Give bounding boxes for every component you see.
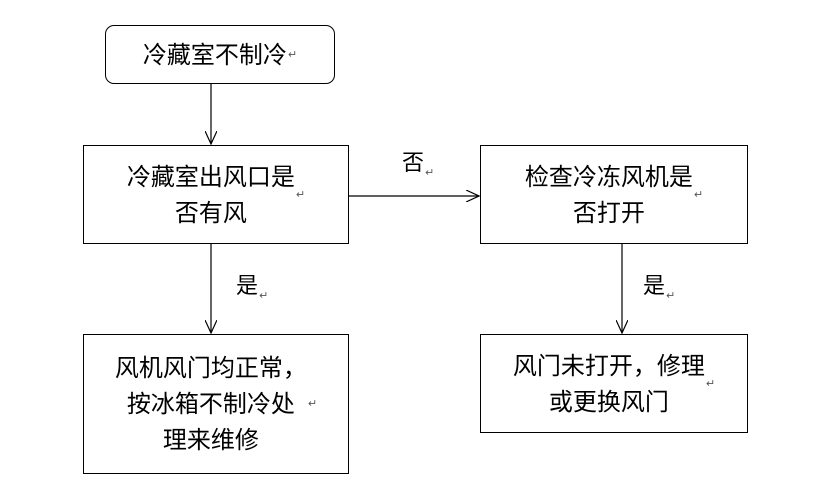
node-question-air-outlet: 冷藏室出风口是 否有风↵ bbox=[83, 145, 349, 244]
edge-label-yes-right-text: 是 bbox=[643, 274, 666, 299]
edge-label-no: 否↵ bbox=[402, 151, 434, 186]
paragraph-mark-icon: ↵ bbox=[693, 187, 704, 201]
node-question-air-outlet-label: 冷藏室出风口是 否有风 bbox=[126, 162, 295, 227]
paragraph-mark-icon: ↵ bbox=[307, 397, 318, 410]
node-question-fan: 检查冷冻风机是 否打开↵ bbox=[480, 145, 748, 244]
paragraph-mark-icon: ↵ bbox=[666, 289, 676, 302]
edge-label-no-text: 否 bbox=[402, 151, 425, 176]
edge-label-yes-left-text: 是 bbox=[236, 274, 259, 299]
paragraph-mark-icon: ↵ bbox=[295, 187, 306, 201]
node-result-normal: 风机风门均正常， 按冰箱不制冷处 理来维修↵ bbox=[83, 334, 349, 474]
paragraph-mark-icon: ↵ bbox=[425, 166, 435, 179]
node-result-damper-label: 风门未打开，修理 或更换风门 bbox=[512, 351, 705, 416]
node-result-normal-label: 风机风门均正常， 按冰箱不制冷处 理来维修 bbox=[114, 354, 307, 454]
node-result-damper: 风门未打开，修理 或更换风门↵ bbox=[480, 334, 748, 433]
edge-label-yes-left: 是↵ bbox=[236, 274, 268, 309]
edge-label-yes-right: 是↵ bbox=[643, 274, 675, 309]
node-start-label: 冷藏室不制冷 bbox=[142, 40, 287, 69]
node-question-fan-label: 检查冷冻风机是 否打开 bbox=[524, 162, 693, 227]
paragraph-mark-icon: ↵ bbox=[287, 47, 298, 61]
node-start: 冷藏室不制冷↵ bbox=[105, 25, 335, 84]
paragraph-mark-icon: ↵ bbox=[259, 289, 269, 302]
paragraph-mark-icon: ↵ bbox=[705, 376, 716, 390]
